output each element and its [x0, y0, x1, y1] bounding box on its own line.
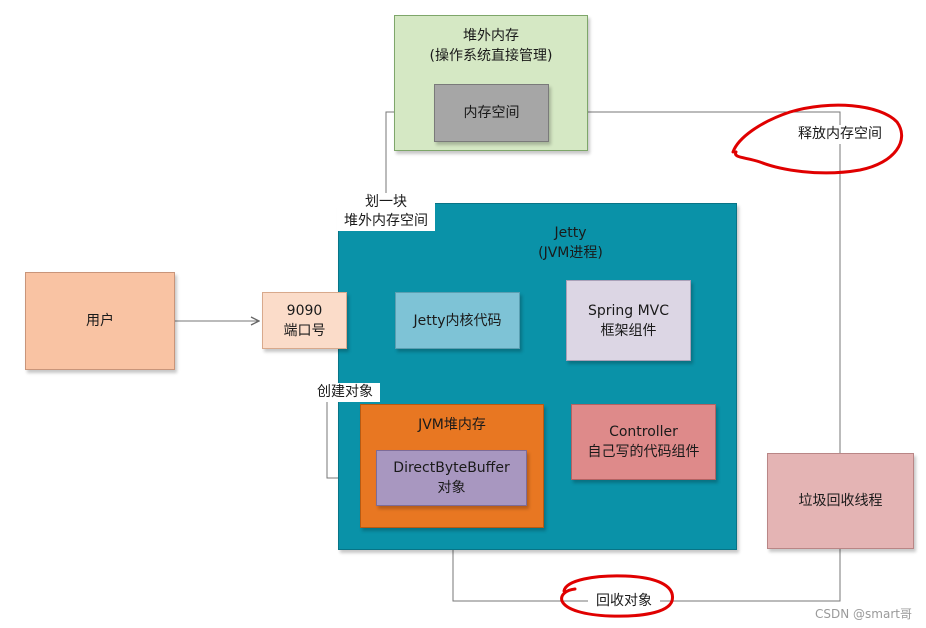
memory-space-label: 内存空间 [463, 105, 520, 121]
offheap-subtitle: (操作系统直接管理) [429, 48, 553, 64]
create-object-label-text: 创建对象 [317, 384, 373, 400]
controller-subtitle: 自己写的代码组件 [587, 444, 700, 460]
jvm-heap-title: JVM堆内存 [418, 417, 486, 433]
gc-thread-box: 垃圾回收线程 [767, 453, 914, 549]
spring-mvc-subtitle: 框架组件 [600, 322, 657, 339]
port-box: 9090 端口号 [262, 292, 347, 349]
spring-mvc-title: Spring MVC [587, 302, 670, 319]
direct-byte-buffer-subtitle: 对象 [437, 480, 466, 496]
jetty-subtitle: (JVM进程) [538, 245, 603, 261]
direct-byte-buffer-box: DirectByteBuffer 对象 [376, 450, 527, 506]
gc-thread-label: 垃圾回收线程 [798, 493, 883, 509]
spring-mvc-box: Spring MVC 框架组件 [566, 280, 691, 361]
offheap-title: 堆外内存 [463, 28, 519, 44]
allocate-offheap-label-line1: 划一块 [365, 194, 407, 210]
allocate-offheap-label-line2: 堆外内存空间 [344, 213, 428, 229]
user-label: 用户 [86, 313, 114, 329]
jetty-title: Jetty [554, 225, 587, 241]
recycle-object-label: 回收对象 [588, 592, 660, 611]
release-memory-circle [731, 103, 904, 175]
allocate-offheap-label: 划一块 堆外内存空间 [337, 193, 435, 231]
recycle-object-circle [560, 574, 674, 618]
port-number: 9090 [286, 302, 323, 319]
watermark: CSDN @smart哥 [815, 607, 912, 621]
create-object-label: 创建对象 [310, 383, 380, 402]
offheap-memory-box: 堆外内存 (操作系统直接管理) [394, 15, 588, 151]
controller-box: Controller 自己写的代码组件 [571, 404, 716, 480]
release-memory-label: 释放内存空间 [790, 125, 890, 144]
controller-title: Controller [609, 424, 678, 440]
memory-space-box: 内存空间 [434, 84, 549, 142]
port-label: 端口号 [283, 322, 326, 339]
jetty-core-label: Jetty内核代码 [413, 312, 502, 329]
user-box: 用户 [25, 272, 175, 370]
arrow-release-memory [551, 112, 841, 453]
release-memory-label-text: 释放内存空间 [798, 126, 882, 142]
direct-byte-buffer-title: DirectByteBuffer [393, 460, 510, 476]
jetty-core-box: Jetty内核代码 [395, 292, 520, 349]
recycle-object-label-text: 回收对象 [596, 593, 652, 609]
